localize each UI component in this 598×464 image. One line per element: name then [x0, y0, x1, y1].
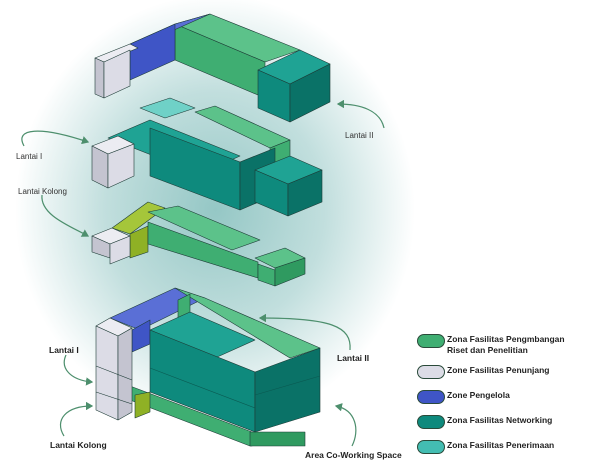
legend-swatch: [417, 390, 445, 404]
legend-label-line1: Zona Fasilitas Networking: [447, 415, 553, 425]
penerimaan-zone-top: [139, 97, 196, 119]
riset-zone-top-kolong: [147, 205, 261, 251]
penunjang-zone-front-kolong: [109, 235, 131, 265]
floor-lantai-i: [91, 97, 323, 217]
legend-swatch: [417, 415, 445, 429]
legend-item: Zona Fasilitas Networking: [417, 412, 597, 434]
legend-label-line1: Zona Fasilitas Pengmbangan: [447, 334, 565, 344]
label-lantai-ii-bottom: Lantai II: [337, 353, 370, 363]
annotation-arrows: [21, 99, 385, 447]
networking-zone-right-stack: [254, 347, 321, 433]
floor-lantai-ii: [94, 13, 331, 123]
arrow-area-coworking: [334, 403, 357, 447]
servis-zone-stack: [134, 391, 151, 419]
arrow-lantai-i-bottom: [63, 354, 94, 386]
label-lantai-kolong-bottom: Lantai Kolong: [50, 440, 107, 450]
penunjang-tower-side: [117, 327, 133, 421]
networking-annex-side: [287, 169, 323, 217]
legend-swatch: [417, 440, 445, 454]
label-lantai-ii-top: Lantai II: [345, 131, 374, 140]
penunjang-zone-side: [94, 57, 105, 99]
legend-label-line1: Zone Pengelola: [447, 390, 510, 400]
riset-zone-base-end: [249, 431, 306, 447]
legend-label-line1: Zona Fasilitas Penerimaan: [447, 440, 555, 450]
legend-item: Zone Pengelola: [417, 387, 597, 409]
penunjang-zone-front: [103, 49, 131, 99]
arrow-lantai-ii-top: [336, 99, 385, 129]
legend-label: Zona Fasilitas Networking: [447, 415, 552, 426]
legend-item: Zona Fasilitas Penerimaan: [417, 437, 597, 459]
floor-lantai-kolong: [91, 201, 306, 287]
legend-item: Zone Fasilitas Penunjang: [417, 362, 597, 384]
arrow-lantai-kolong-bottom: [59, 401, 94, 437]
legend-label: Zona Fasilitas Penerimaan: [447, 440, 554, 451]
arrow-lantai-ii-bottom: [258, 313, 351, 351]
penunjang-zone-front-mid: [107, 143, 135, 189]
riset-zone-end-side: [274, 257, 306, 287]
servis-zone-top: [111, 201, 166, 235]
legend-label: Zone Pengelola: [447, 390, 510, 401]
label-lantai-i-top: Lantai I: [16, 152, 43, 161]
legend-label-line2: Riset dan Penelitian: [447, 345, 528, 355]
legend-label-line1: Zone Fasilitas Penunjang: [447, 365, 550, 375]
networking-zone-side: [289, 63, 331, 123]
arrow-lantai-i-top: [21, 130, 90, 147]
label-lantai-i-bottom: Lantai I: [49, 345, 79, 355]
label-area-coworking: Area Co-Working Space: [305, 450, 402, 460]
legend-label: Zone Fasilitas Penunjang: [447, 365, 550, 376]
legend-swatch: [417, 334, 445, 348]
arrow-lantai-kolong-top: [41, 194, 90, 237]
legend-swatch: [417, 365, 445, 379]
stacked-building: [95, 287, 321, 447]
label-lantai-kolong-top: Lantai Kolong: [18, 187, 67, 196]
